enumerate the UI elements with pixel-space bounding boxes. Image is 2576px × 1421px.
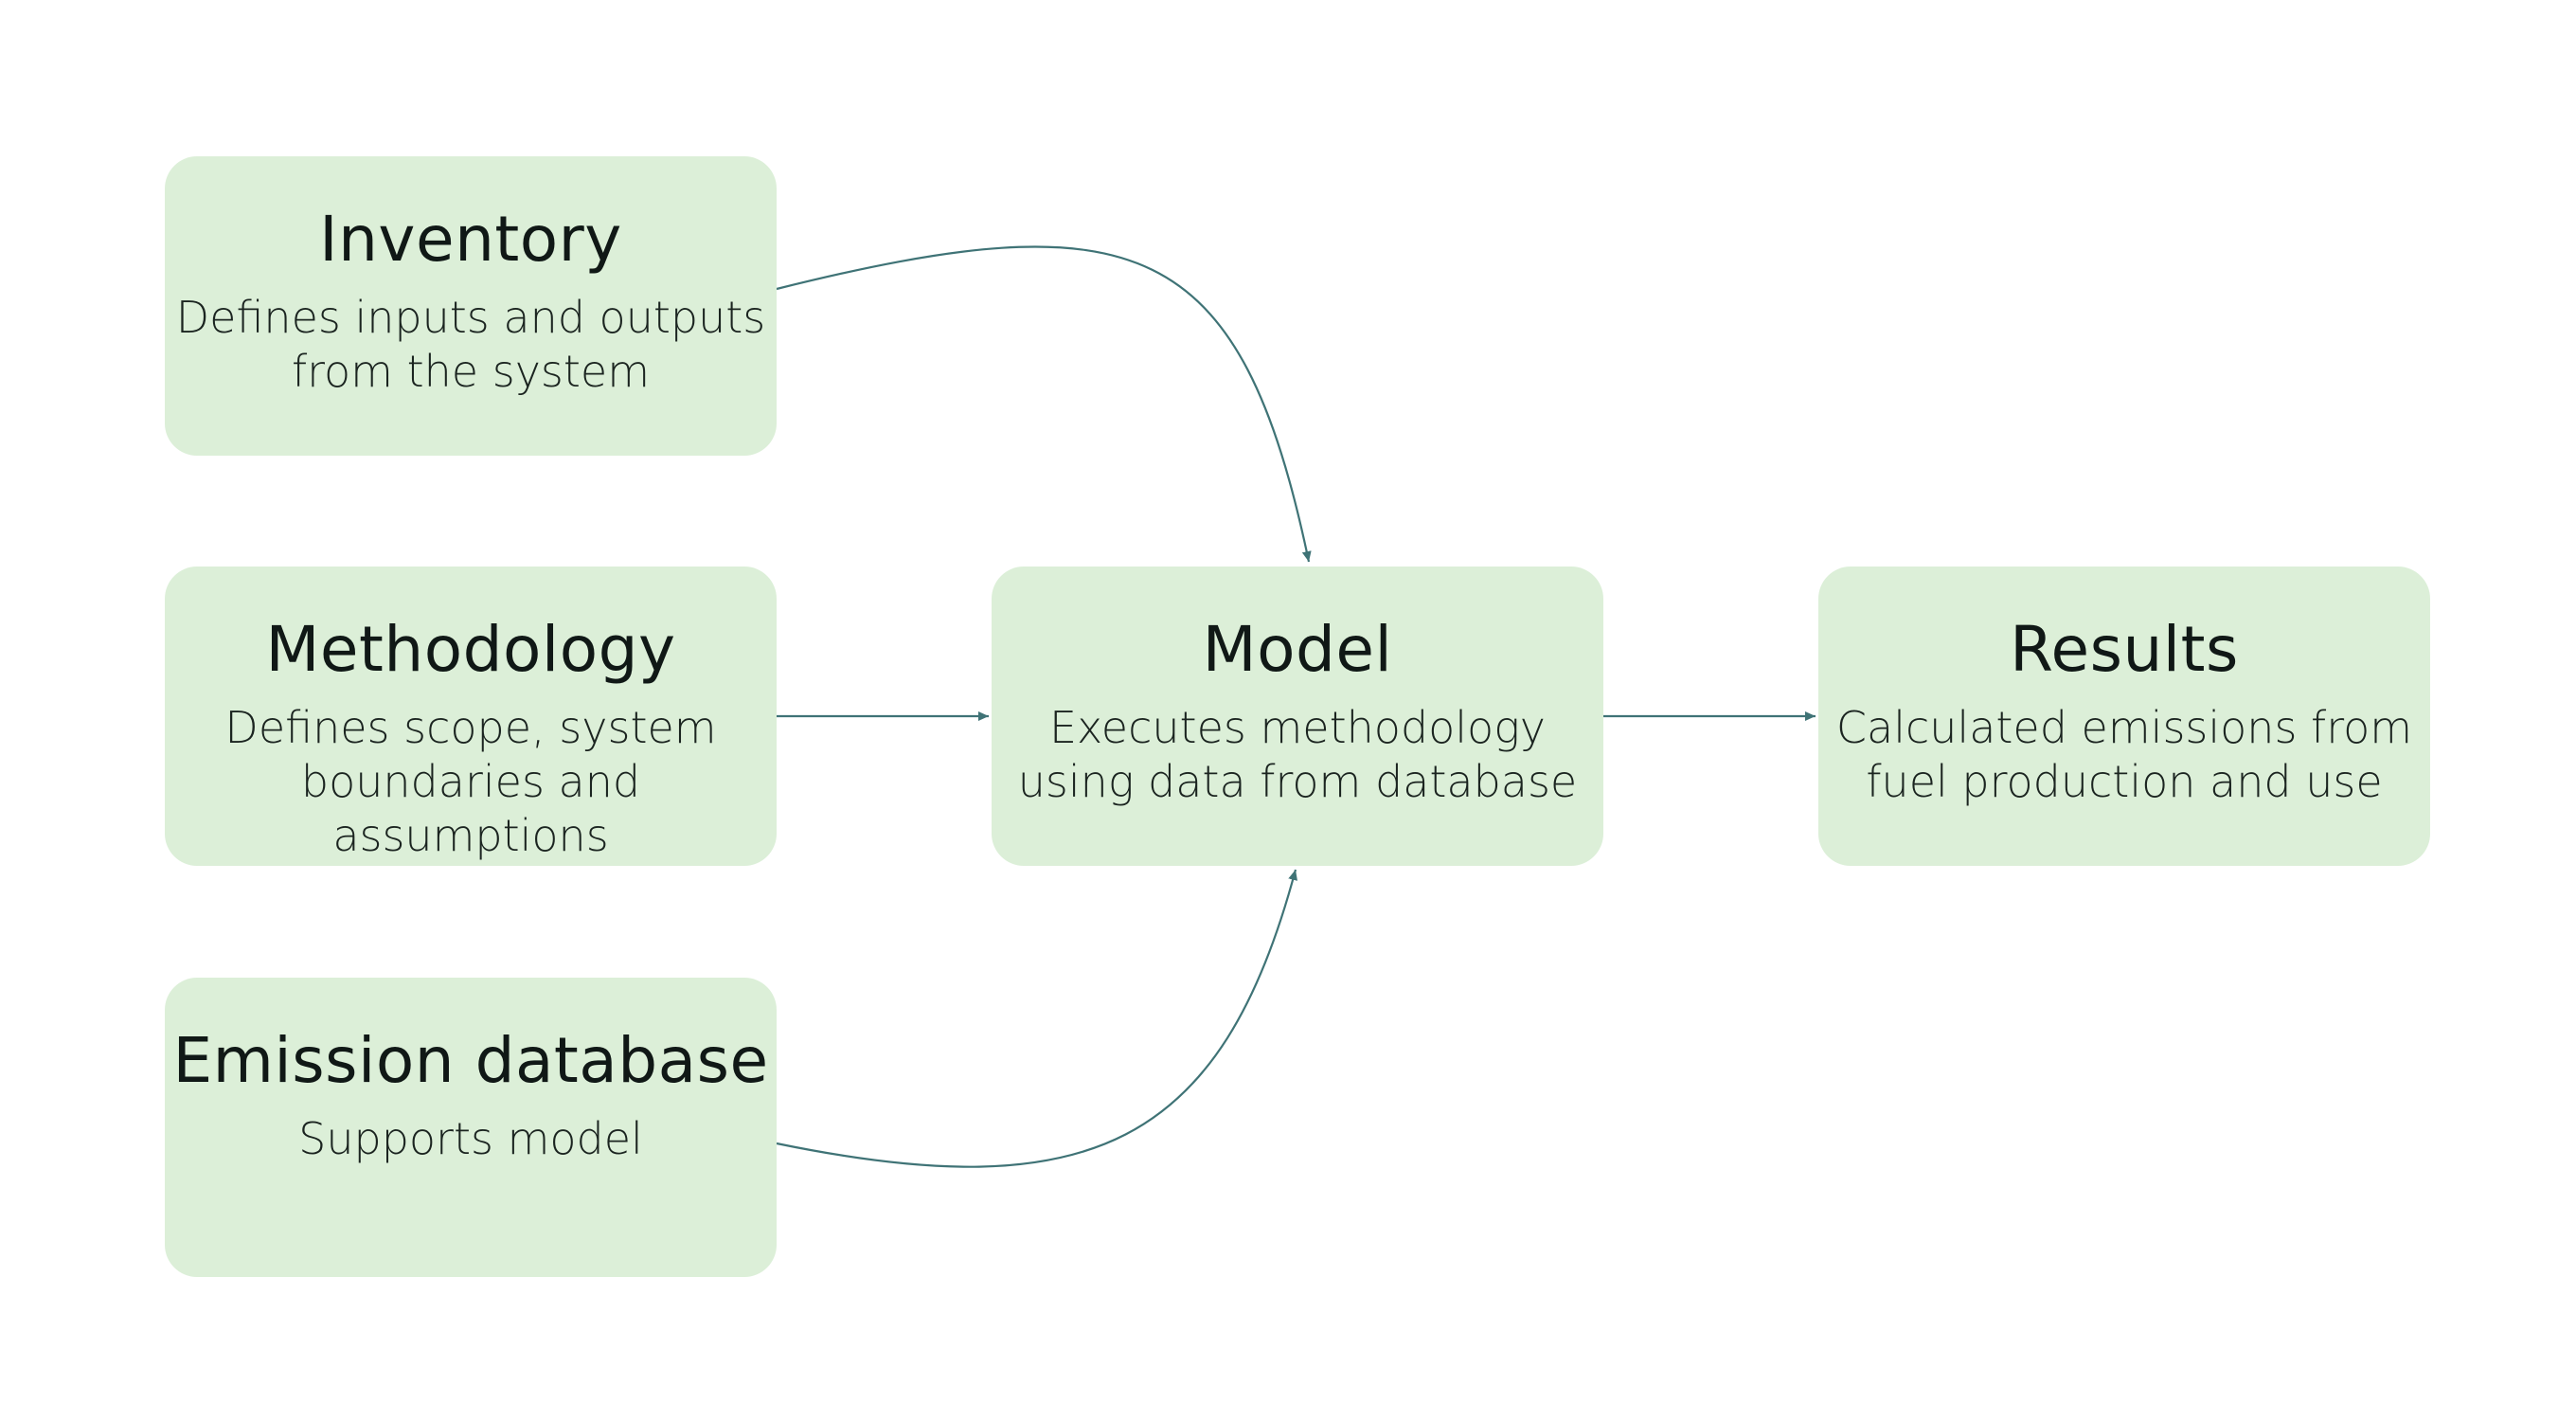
emission-database-title: Emission database <box>172 1024 769 1097</box>
inventory-node: Inventory Defines inputs and outputs fro… <box>165 156 777 456</box>
arrow-inventory-to-model <box>776 245 1312 563</box>
results-title: Results <box>2010 613 2239 686</box>
methodology-title: Methodology <box>265 613 676 686</box>
methodology-node: Methodology Defines scope, system bounda… <box>165 567 777 866</box>
arrow-emission-database-to-model <box>776 869 1297 1168</box>
methodology-description: Defines scope, system boundaries and ass… <box>224 701 717 861</box>
emission-database-node: Emission database Supports model <box>165 978 777 1277</box>
model-node: Model Executes methodology using data fr… <box>992 567 1603 866</box>
inventory-title: Inventory <box>319 203 622 276</box>
inventory-description: Defines inputs and outputs from the syst… <box>175 291 766 397</box>
model-title: Model <box>1202 613 1393 686</box>
results-node: Results Calculated emissions from fuel p… <box>1818 567 2430 866</box>
model-description: Executes methodology using data from dat… <box>1017 701 1578 807</box>
emission-database-description: Supports model <box>298 1112 643 1164</box>
results-description: Calculated emissions from fuel productio… <box>1835 701 2413 807</box>
